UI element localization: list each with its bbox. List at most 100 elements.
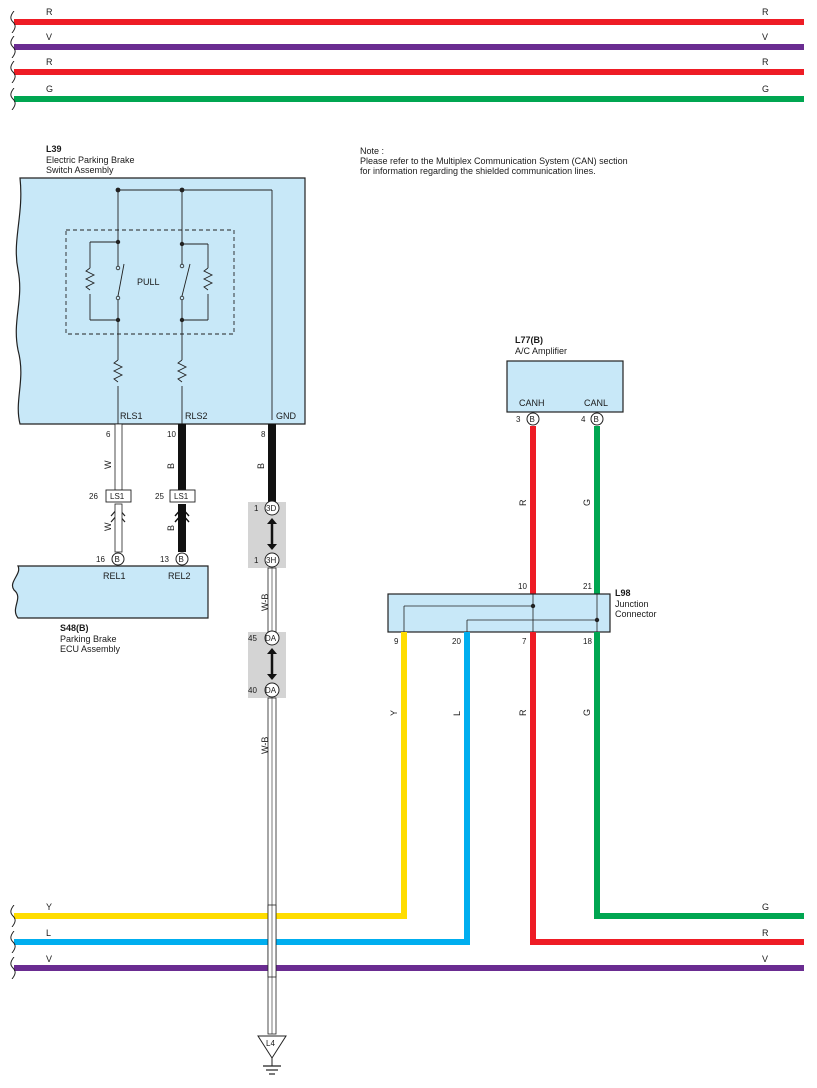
wire-canh-r xyxy=(530,426,536,594)
note-block: Note : Please refer to the Multiplex Com… xyxy=(360,146,628,176)
l77-body xyxy=(506,360,624,413)
wire-l98-r-label: R xyxy=(518,709,528,716)
bottom-wire-l-label: L xyxy=(46,928,51,938)
splice-3h-code: 3H xyxy=(266,556,276,565)
s48-pin-rel2: 13 xyxy=(160,555,169,564)
l39-terminal-gnd: GND xyxy=(276,411,297,421)
top-wire-4: G G xyxy=(10,84,804,110)
ls1-connector-1 xyxy=(105,489,132,503)
l98-top-pin-1: 10 xyxy=(518,582,527,591)
l39-rls1-circuit xyxy=(84,190,125,424)
splice-3h-connector xyxy=(264,552,280,568)
s48-conn-rel1: B xyxy=(115,555,120,564)
bottom-wire-y-label: Y xyxy=(46,902,52,912)
ls1-label-2: LS1 xyxy=(174,492,189,501)
s48-conn-rel2: B xyxy=(179,555,184,564)
top-wire-2-label-left: V xyxy=(46,32,52,42)
l39-name-line-2: Switch Assembly xyxy=(46,165,114,175)
bottom-wire-v-label-left: V xyxy=(46,954,52,964)
wire-l98-r xyxy=(530,632,536,944)
s48-terminal-rel1: REL1 xyxy=(103,571,126,581)
l98-code: L98 xyxy=(615,588,631,598)
l98-name-line-1: Junction xyxy=(615,599,649,609)
l39-pin-gnd: 8 xyxy=(261,430,266,439)
wire-rls1-upper xyxy=(114,423,123,491)
l39-terminal-rls1: RLS1 xyxy=(120,411,143,421)
wire-gnd-lower-label: W-B xyxy=(260,737,270,754)
s48-pin-rel1: 16 xyxy=(96,555,105,564)
switch-contact xyxy=(117,263,125,297)
l39-pull-label: PULL xyxy=(137,277,160,287)
ls1-pin-2: 25 xyxy=(155,492,164,501)
wire-rls1-lower xyxy=(114,503,123,553)
ls1-label-1: LS1 xyxy=(110,492,125,501)
l98-top-pin-2: 21 xyxy=(583,582,592,591)
splice-da-bottom-connector xyxy=(264,682,280,698)
l77-terminal-canh: CANH xyxy=(519,398,545,408)
splice-da-top-connector xyxy=(264,630,280,646)
connector-chevron-icon xyxy=(174,506,190,523)
wire-l98-l-label: L xyxy=(452,711,462,716)
ground-code: L4 xyxy=(266,1039,275,1048)
top-wire-1-label-left: R xyxy=(46,7,53,17)
s48-code: S48(B) xyxy=(60,623,89,633)
bottom-wire-v-label-right: V xyxy=(762,954,768,964)
component-l39: L39 Electric Parking Brake Switch Assemb… xyxy=(15,144,306,439)
l39-switch-enclosure xyxy=(65,229,235,335)
switch-contact xyxy=(181,263,191,297)
top-wire-2: V V xyxy=(10,32,804,58)
l77-connector-canl xyxy=(590,412,604,426)
l39-code: L39 xyxy=(46,144,62,154)
top-wire-4-label-right: G xyxy=(762,84,769,94)
splice-3d-pin: 1 xyxy=(254,504,259,513)
bottom-wire-g-label: G xyxy=(762,902,769,912)
ls1-pin-1: 26 xyxy=(89,492,98,501)
top-wire-4-label-left: G xyxy=(46,84,53,94)
wire-rls1-lower-label: W xyxy=(103,522,113,531)
top-wire-3-label-left: R xyxy=(46,57,53,67)
s48-body xyxy=(12,565,209,619)
wire-canl-g xyxy=(594,426,600,594)
l77-conn-canh: B xyxy=(530,415,535,424)
l98-name-line-2: Connector xyxy=(615,609,657,619)
l39-pin-rls2: 10 xyxy=(167,430,176,439)
splice-da-top-code: DA xyxy=(265,634,277,643)
s48-connector-rel2 xyxy=(175,552,189,566)
l77-name: A/C Amplifier xyxy=(515,346,567,356)
l98-body xyxy=(387,593,611,633)
component-l98: 10 21 L98 Junction Connector 9 20 7 18 xyxy=(387,582,657,646)
resistor-symbol xyxy=(112,359,124,383)
wire-rls2-lower-label: B xyxy=(166,525,176,531)
l98-junction-dot xyxy=(594,617,600,623)
top-harness: R R V V R R G G xyxy=(10,7,804,110)
bottom-wire-r-label: R xyxy=(762,928,769,938)
splice-da-bottom-code: DA xyxy=(265,686,277,695)
wire-rls2: B 25 LS1 B xyxy=(155,424,196,552)
component-l77: L77(B) A/C Amplifier CANH CANL B B 3 4 xyxy=(506,335,624,426)
splice-da-bottom-pin: 40 xyxy=(248,686,257,695)
l98-pin-7: 7 xyxy=(522,637,527,646)
resistor-symbol xyxy=(84,267,96,291)
l39-body xyxy=(15,177,306,425)
l77-code: L77(B) xyxy=(515,335,543,345)
wire-canl-label: G xyxy=(582,499,592,506)
wire-gnd-upper xyxy=(268,424,276,502)
wire-rls2-lower xyxy=(178,504,186,552)
l77-terminal-canl: CANL xyxy=(584,398,608,408)
s48-connector-rel1 xyxy=(111,552,125,566)
l39-terminal-rls2: RLS2 xyxy=(185,411,208,421)
top-wire-1-label-right: R xyxy=(762,7,769,17)
l98-pin-20: 20 xyxy=(452,637,461,646)
splice-3d-code: 3D xyxy=(266,504,276,513)
l77-pin-canl: 4 xyxy=(581,415,586,424)
resistor-symbol xyxy=(202,267,214,291)
wire-rls2-upper xyxy=(178,424,186,490)
s48-name-line-2: ECU Assembly xyxy=(60,644,121,654)
s48-terminal-rel2: REL2 xyxy=(168,571,191,581)
l39-rls2-circuit xyxy=(176,190,214,424)
wire-l98-y-label: Y xyxy=(389,710,399,716)
ls1-connector-2 xyxy=(169,489,196,503)
top-wire-2-label-right: V xyxy=(762,32,768,42)
wire-gnd-upper-label: B xyxy=(256,463,266,469)
